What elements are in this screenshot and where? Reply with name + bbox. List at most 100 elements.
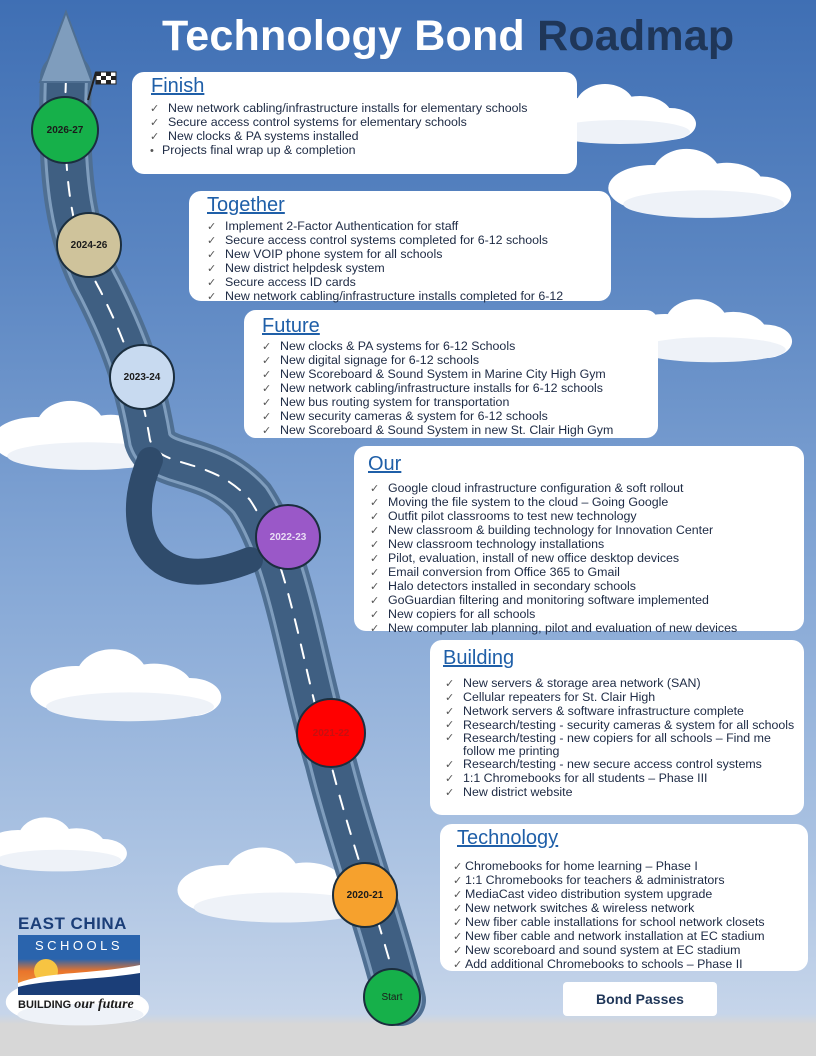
- list-item: ✓New Scoreboard & Sound System in new St…: [262, 423, 614, 438]
- logo-river-icon: [18, 959, 140, 995]
- list-item: ✓New Scoreboard & Sound System in Marine…: [262, 367, 606, 382]
- checkmark-icon: ✓: [370, 623, 380, 635]
- list-item: ✓Implement 2-Factor Authentication for s…: [207, 219, 459, 234]
- logo-line-3: BUILDING our future: [18, 997, 144, 1013]
- list-item: ✓New classroom & building technology for…: [370, 523, 714, 538]
- list-item: ✓New district website: [445, 785, 573, 800]
- checkmark-icon: ✓: [370, 483, 380, 495]
- section-finish: Finish ✓New network cabling/infrastructu…: [132, 72, 577, 174]
- section-building: Building ✓New servers & storage area net…: [430, 640, 804, 815]
- checkmark-icon: ✓: [262, 411, 272, 423]
- item-list: ✓New servers & storage area network (SAN…: [445, 677, 797, 800]
- checkmark-icon: ✓: [453, 945, 463, 957]
- logo-line-3a: BUILDING: [18, 999, 72, 1011]
- checkmark-icon: ✓: [445, 787, 455, 799]
- list-item: ✓Secure access ID cards: [207, 275, 356, 290]
- item-list: ✓New network cabling/infrastructure inst…: [150, 102, 527, 158]
- checkmark-icon: ✓: [453, 875, 463, 887]
- checkmark-icon: ✓: [207, 277, 217, 289]
- checkmark-icon: ✓: [370, 525, 380, 537]
- milestone-2021-22: 2021-22: [296, 698, 366, 768]
- district-logo: EAST CHINA SCHOOLS BUILDING our future: [18, 914, 144, 1013]
- section-our: Our ✓Google cloud infrastructure configu…: [354, 446, 804, 635]
- bond-passes-label: Bond Passes: [563, 982, 717, 1016]
- bullet-icon: •: [150, 145, 154, 157]
- list-item: ✓Cellular repeaters for St. Clair High: [445, 690, 656, 705]
- logo-line-1: EAST CHINA: [18, 914, 127, 933]
- checkmark-icon: ✓: [453, 917, 463, 929]
- section-technology: Technology ✓Chromebooks for home learnin…: [440, 824, 808, 971]
- section-future: Future ✓New clocks & PA systems for 6-12…: [244, 310, 658, 438]
- checkmark-icon: ✓: [370, 511, 380, 523]
- list-item: ✓New network cabling/infrastructure inst…: [150, 101, 528, 116]
- logo-line-2: SCHOOLS: [34, 938, 124, 953]
- milestone-label: 2026-27: [46, 124, 84, 136]
- list-item: ✓New clocks & PA systems for 6-12 School…: [262, 339, 516, 354]
- item-list: ✓Implement 2-Factor Authentication for s…: [207, 220, 563, 304]
- list-item: ✓1:1 Chromebooks for all students – Phas…: [445, 771, 708, 786]
- milestone-start: Start: [363, 968, 421, 1026]
- list-item: ✓New fiber cable installations for schoo…: [453, 915, 765, 930]
- checkmark-icon: ✓: [370, 539, 380, 551]
- checkmark-icon: ✓: [207, 221, 217, 233]
- milestone-label: Start: [381, 991, 403, 1003]
- checkmark-icon: ✓: [207, 249, 217, 261]
- checkmark-icon: ✓: [445, 773, 455, 785]
- list-item: ✓Pilot, evaluation, install of new offic…: [370, 551, 680, 566]
- logo-line-3b: our future: [74, 997, 134, 1012]
- list-item: ✓Research/testing - security cameras & s…: [445, 718, 795, 732]
- list-item: ✓New district helpdesk system: [207, 261, 385, 276]
- checkmark-icon: ✓: [262, 397, 272, 409]
- section-together: Together ✓Implement 2-Factor Authenticat…: [189, 191, 611, 304]
- milestone-2026-27: 2026-27: [31, 96, 99, 164]
- checkmark-icon: ✓: [453, 959, 463, 971]
- list-item: ✓New servers & storage area network (SAN…: [445, 676, 701, 691]
- checkmark-icon: ✓: [207, 263, 217, 275]
- checkmark-icon: ✓: [370, 497, 380, 509]
- section-heading: Future: [262, 315, 320, 337]
- checkmark-icon: ✓: [453, 861, 463, 873]
- list-item: ✓Add additional Chromebooks to schools –…: [453, 957, 743, 972]
- checkmark-icon: ✓: [150, 131, 160, 143]
- checkmark-icon: ✓: [150, 117, 160, 129]
- milestone-label: 2024-26: [70, 239, 108, 251]
- checkmark-icon: ✓: [262, 369, 272, 381]
- checkmark-icon: ✓: [445, 692, 455, 704]
- checkmark-icon: ✓: [453, 931, 463, 943]
- list-item: ✓New digital signage for 6-12 schools: [262, 353, 480, 368]
- list-item: ✓New bus routing system for transportati…: [262, 395, 510, 410]
- cloud: [608, 148, 792, 218]
- section-heading: Together: [207, 194, 285, 216]
- item-list: ✓Chromebooks for home learning – Phase I…: [453, 860, 765, 972]
- list-item: ✓Outfit pilot classrooms to test new tec…: [370, 509, 637, 524]
- list-item: ✓Secure access control systems completed…: [207, 233, 548, 248]
- cloud: [30, 649, 222, 722]
- checkmark-icon: ✓: [370, 567, 380, 579]
- list-item: ✓New security cameras & system for 6-12 …: [262, 409, 548, 424]
- list-item: ✓Secure access control systems for eleme…: [150, 115, 467, 130]
- checkmark-icon: ✓: [370, 581, 380, 593]
- milestone-2023-24: 2023-24: [109, 344, 175, 410]
- list-item: ✓New computer lab planning, pilot and ev…: [370, 621, 738, 636]
- section-heading: Technology: [457, 827, 559, 849]
- list-item: ✓New network cabling/infrastructure inst…: [262, 381, 603, 396]
- checkmark-icon: ✓: [370, 609, 380, 621]
- checkmark-icon: ✓: [445, 732, 455, 744]
- list-item: ✓New scoreboard and sound system at EC s…: [453, 943, 741, 958]
- page-title: Technology Bond Roadmap: [162, 12, 734, 61]
- section-heading: Building: [443, 647, 515, 669]
- checkmark-icon: ✓: [262, 341, 272, 353]
- list-item: ✓Network servers & software infrastructu…: [445, 704, 744, 719]
- checkmark-icon: ✓: [370, 553, 380, 565]
- list-item: ✓Moving the file system to the cloud – G…: [370, 495, 669, 510]
- list-item: ✓Research/testing - new copiers for all …: [445, 731, 771, 758]
- checkmark-icon: ✓: [453, 903, 463, 915]
- up-arrow-icon: [38, 9, 94, 83]
- list-item: •Projects final wrap up & completion: [150, 143, 356, 158]
- list-item: ✓New copiers for all schools: [370, 607, 536, 622]
- list-item: ✓New network switches & wireless network: [453, 901, 695, 916]
- title-part-1: Technology Bond: [162, 12, 525, 60]
- cloud: [0, 817, 127, 872]
- list-item: ✓New network cabling/infrastructure inst…: [207, 289, 564, 304]
- checkmark-icon: ✓: [207, 291, 217, 303]
